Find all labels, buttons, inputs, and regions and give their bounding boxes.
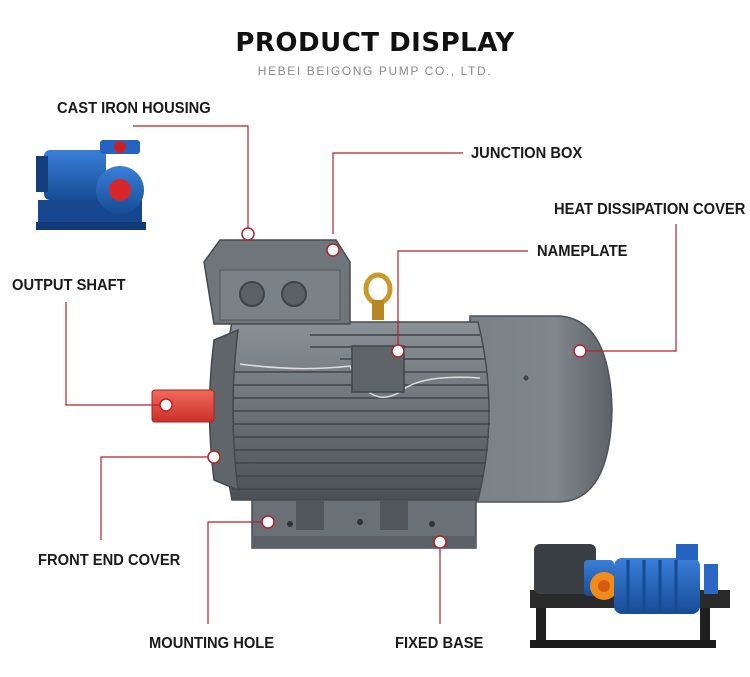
output-shaft-dot	[159, 398, 173, 412]
fixed-base-shape	[251, 499, 477, 549]
callout-heat-dissipation-cover: HEAT DISSIPATION COVER	[554, 201, 746, 218]
cast-iron-housing-dot	[241, 227, 255, 241]
callout-nameplate: NAMEPLATE	[537, 243, 628, 260]
nameplate-dot	[391, 344, 405, 358]
callout-front-end-cover: FRONT END COVER	[38, 552, 181, 569]
junction-box-shape	[203, 239, 351, 325]
mounting-hole-dot	[261, 515, 275, 529]
callout-mounting-hole: MOUNTING HOLE	[149, 635, 275, 652]
callout-output-shaft: OUTPUT SHAFT	[12, 277, 126, 294]
lifting-eye-shape	[363, 272, 393, 320]
pump-photo-bottom-right	[530, 544, 730, 648]
callout-fixed-base: FIXED BASE	[395, 635, 484, 652]
pump-photo-top-left	[36, 140, 146, 230]
motor-body-shape	[208, 321, 490, 501]
output-shaft-shape	[151, 389, 215, 423]
callout-cast-iron-housing: CAST IRON HOUSING	[57, 100, 211, 117]
heat-dissipation-cover-dot	[573, 344, 587, 358]
page-title: PRODUCT DISPLAY	[235, 28, 515, 58]
junction-box-dot	[326, 243, 340, 257]
callout-junction-box: JUNCTION BOX	[471, 145, 583, 162]
company-subtitle: HEBEI BEIGONG PUMP CO., LTD.	[257, 64, 493, 78]
fixed-base-dot	[433, 535, 447, 549]
front-end-cover-dot	[207, 450, 221, 464]
heat-dissipation-cover-shape	[469, 315, 613, 503]
